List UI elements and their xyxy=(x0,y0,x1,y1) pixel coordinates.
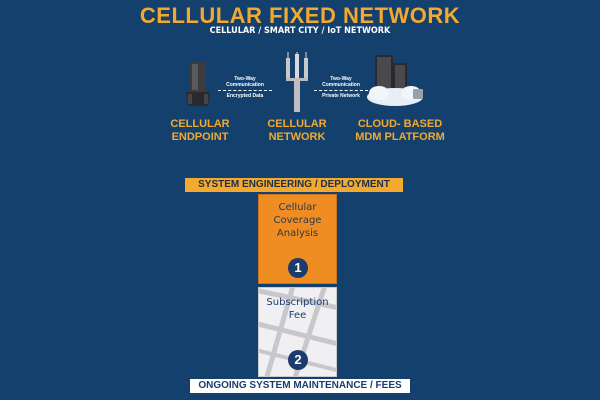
phase-header-deployment: SYSTEM ENGINEERING / DEPLOYMENT xyxy=(185,178,403,192)
cloud-server-icon xyxy=(367,55,423,106)
node-label-network: CELLULAR NETWORK xyxy=(267,118,327,143)
page-subtitle: CELLULAR / SMART CITY / IoT NETWORK xyxy=(209,26,391,36)
connection-endpoint-network: Two-Way Communication Encrypted Data xyxy=(218,76,272,99)
step-card-coverage-analysis: Cellular Coverage Analysis 1 xyxy=(258,194,337,284)
connection-network-platform: Two-Way Communication Private Network xyxy=(314,76,368,99)
step-number-badge: 2 xyxy=(288,350,308,370)
node-label-platform: CLOUD- BASED MDM PLATFORM xyxy=(355,118,445,143)
step-card-subscription-fee: Subscription Fee 2 xyxy=(258,287,337,377)
phase-footer-maintenance: ONGOING SYSTEM MAINTENANCE / FEES xyxy=(190,379,410,393)
step-number-badge: 1 xyxy=(288,258,308,278)
map-road xyxy=(259,319,336,352)
page-title: CELLULAR FIXED NETWORK xyxy=(139,3,461,28)
dashed-connector xyxy=(218,90,272,91)
dashed-connector xyxy=(314,90,368,91)
meter-device-icon xyxy=(186,62,210,106)
node-label-endpoint: CELLULAR ENDPOINT xyxy=(170,118,230,143)
cell-tower-icon xyxy=(286,52,308,112)
